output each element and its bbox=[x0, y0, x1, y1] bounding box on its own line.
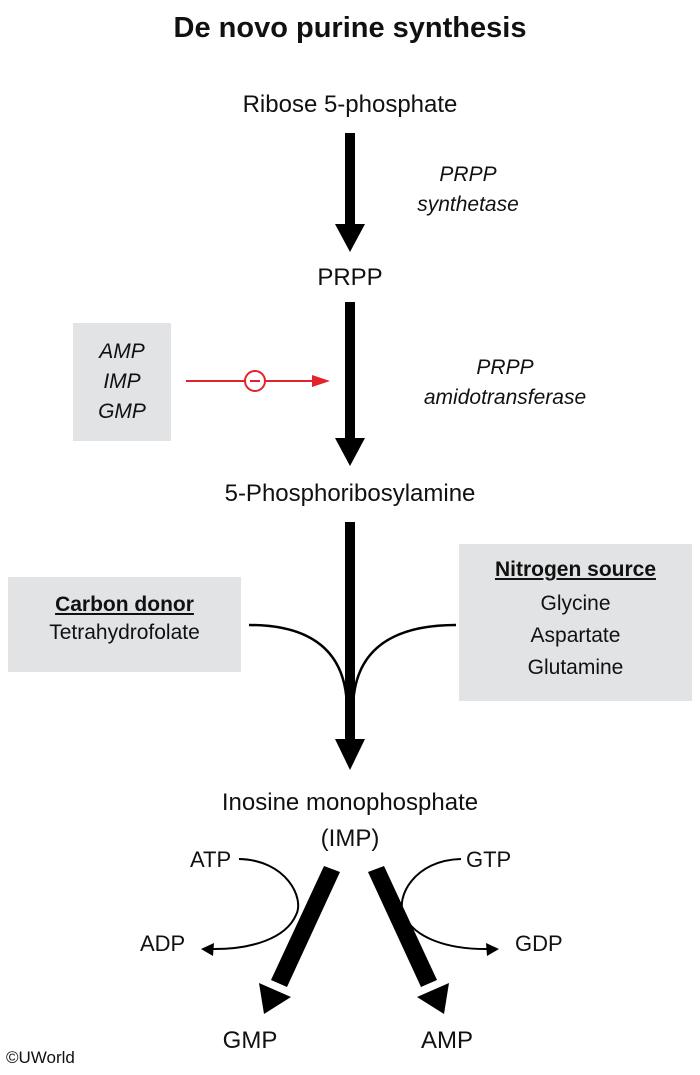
inhibitor-imp: IMP bbox=[103, 370, 141, 393]
enzyme-label-line: PRPP bbox=[476, 356, 534, 379]
nitrogen-source-curve bbox=[351, 623, 457, 711]
cofactor-gdp: GDP bbox=[515, 931, 563, 956]
nitrogen-source-heading: Nitrogen source bbox=[494, 558, 657, 581]
nitrogen-item-glycine: Glycine bbox=[540, 592, 611, 615]
enzyme-prpp-amidotransferase: PRPP amidotransferase bbox=[395, 353, 615, 413]
carbon-donor-item: Tetrahydrofolate bbox=[49, 621, 200, 644]
arrow-phosphoribosylamine-to-imp bbox=[335, 522, 365, 770]
atp-adp-curve bbox=[201, 858, 300, 956]
enzyme-label-line: synthetase bbox=[417, 193, 519, 216]
node-prpp: PRPP bbox=[317, 264, 383, 291]
cofactor-atp: ATP bbox=[190, 847, 232, 872]
arrow-imp-to-gmp bbox=[259, 866, 340, 1014]
arrow-prpp-to-phosphoribosylamine bbox=[335, 302, 365, 466]
carbon-donor-heading: Carbon donor bbox=[55, 593, 194, 616]
copyright-notice: ©UWorld bbox=[6, 1048, 75, 1067]
nitrogen-source-box: Nitrogen source Glycine Aspartate Glutam… bbox=[459, 544, 692, 701]
gtp-gdp-curve bbox=[400, 858, 499, 956]
cofactor-gtp: GTP bbox=[466, 847, 512, 872]
cofactor-adp: ADP bbox=[140, 931, 186, 956]
inhibitor-amp: AMP bbox=[99, 340, 145, 363]
node-imp-abbrev: (IMP) bbox=[320, 825, 380, 852]
node-inosine-monophosphate: Inosine monophosphate bbox=[221, 789, 479, 816]
arrow-ribose-to-prpp bbox=[335, 133, 365, 252]
enzyme-prpp-synthetase: PRPP synthetase bbox=[378, 160, 558, 220]
inhibition-arrow bbox=[186, 370, 330, 392]
diagram-title: De novo purine synthesis bbox=[173, 12, 527, 44]
carbon-donor-box: Carbon donor Tetrahydrofolate bbox=[8, 577, 241, 672]
node-5-phosphoribosylamine: 5-Phosphoribosylamine bbox=[224, 480, 476, 507]
inhibitor-gmp: GMP bbox=[98, 400, 146, 423]
nitrogen-item-glutamine: Glutamine bbox=[527, 656, 624, 679]
inhibitor-box: AMP IMP GMP bbox=[73, 323, 171, 441]
enzyme-label-line: amidotransferase bbox=[423, 386, 587, 409]
node-gmp: GMP bbox=[222, 1027, 278, 1054]
arrow-imp-to-amp bbox=[368, 866, 449, 1014]
node-amp: AMP bbox=[420, 1027, 473, 1054]
nitrogen-item-aspartate: Aspartate bbox=[530, 624, 621, 647]
node-ribose-5-phosphate: Ribose 5-phosphate bbox=[242, 91, 458, 118]
enzyme-label-line: PRPP bbox=[439, 163, 497, 186]
carbon-donor-curve bbox=[248, 623, 349, 711]
